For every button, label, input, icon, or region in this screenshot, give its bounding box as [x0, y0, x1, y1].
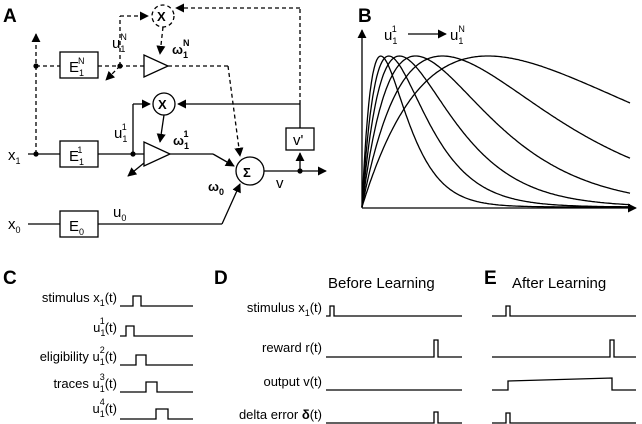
- c-row3-label: eligibility u12(t): [40, 345, 117, 367]
- u1n-side-arrow: [105, 65, 121, 81]
- d-row4-label: delta error δ(t): [239, 407, 322, 422]
- sum-node-label: Σ: [243, 165, 251, 180]
- multiplier-1-label: X: [158, 97, 167, 112]
- panel-d-title: Before Learning: [328, 275, 435, 292]
- trace-u1n-label: u1N: [112, 32, 127, 54]
- d-row2-label: reward r(t): [262, 340, 322, 355]
- e-row1-signal: [492, 305, 636, 317]
- amplifier-1: [143, 140, 172, 168]
- input-x1-label: x1: [8, 147, 21, 166]
- u11-side-arrow: [127, 162, 145, 177]
- panel-b-from-label: u11: [384, 24, 397, 46]
- mult-1-to-amp-wire: [156, 114, 166, 143]
- c-row1-signal: [120, 295, 193, 307]
- panel-b: B u11 u1N: [357, 6, 637, 213]
- panel-e-label: E: [484, 268, 497, 289]
- filter-e1n-box: [59, 51, 99, 79]
- d-row1-signal: [326, 305, 462, 317]
- d-row1-label: stimulus x1(t): [247, 300, 322, 318]
- panel-c-label: C: [3, 268, 17, 289]
- e-row3-signal: [492, 377, 636, 391]
- panel-d: D Before Learning stimulus x1(t) reward …: [214, 268, 462, 424]
- input-x0-label: x0: [8, 216, 21, 235]
- filter-e11-label: E11: [69, 145, 84, 167]
- amp-n-to-sum-wire: [227, 65, 244, 157]
- amp-1-to-sum-wire: [212, 153, 235, 167]
- trace-u11-label: u11: [114, 122, 127, 144]
- panel-b-curve-1: [361, 55, 630, 208]
- weight-w11-label: ω11: [173, 129, 189, 151]
- d-row3-label: output v(t): [263, 374, 322, 389]
- e0-to-sum-wire: [221, 183, 241, 225]
- c-row5-label: u14(t): [92, 397, 117, 419]
- c-row2-label: u11(t): [93, 316, 117, 338]
- c-row4-signal: [120, 381, 193, 393]
- derivative-label: v': [293, 132, 304, 149]
- c-row5-signal: [120, 408, 193, 420]
- weight-w1n-label: ω1N: [172, 38, 190, 60]
- panel-e-title: After Learning: [512, 275, 606, 292]
- panel-b-curve-5: [361, 55, 631, 208]
- panel-e: E After Learning: [484, 268, 636, 424]
- c-row4-label: traces u13(t): [53, 372, 117, 394]
- c-row3-signal: [120, 354, 193, 366]
- panel-d-label: D: [214, 268, 228, 289]
- weight-w0-label: ω0: [208, 179, 224, 197]
- panel-b-label: B: [358, 6, 372, 27]
- panel-b-curves: [361, 55, 631, 208]
- panel-b-curve-2: [361, 55, 630, 208]
- mult-n-to-amp-wire: [156, 26, 166, 55]
- panel-b-curve-3: [361, 55, 631, 208]
- panel-a-label: A: [3, 6, 17, 27]
- amplifier-n: [143, 53, 170, 79]
- filter-e1n-label: E1N: [69, 56, 85, 78]
- panel-b-to-label: u1N: [450, 24, 465, 46]
- panel-a: A x1 E1N u1N ω1N X E11: [3, 3, 327, 238]
- e-row2-signal: [492, 339, 636, 358]
- panel-b-curve-6: [361, 55, 631, 208]
- multiplier-n-label: X: [157, 9, 166, 24]
- trace-u0-label: u0: [113, 204, 126, 223]
- panel-c: C stimulus x1(t) u11(t) eligibility u12(…: [3, 268, 193, 420]
- d-row2-signal: [326, 339, 462, 358]
- filter-e0-label: E0: [69, 218, 84, 237]
- panel-b-curve-4: [361, 55, 631, 208]
- d-row4-signal: [326, 411, 462, 424]
- output-v-label: v: [276, 175, 284, 192]
- c-row2-signal: [120, 325, 193, 337]
- c-row1-label: stimulus x1(t): [42, 290, 117, 308]
- e-row4-signal: [492, 412, 636, 424]
